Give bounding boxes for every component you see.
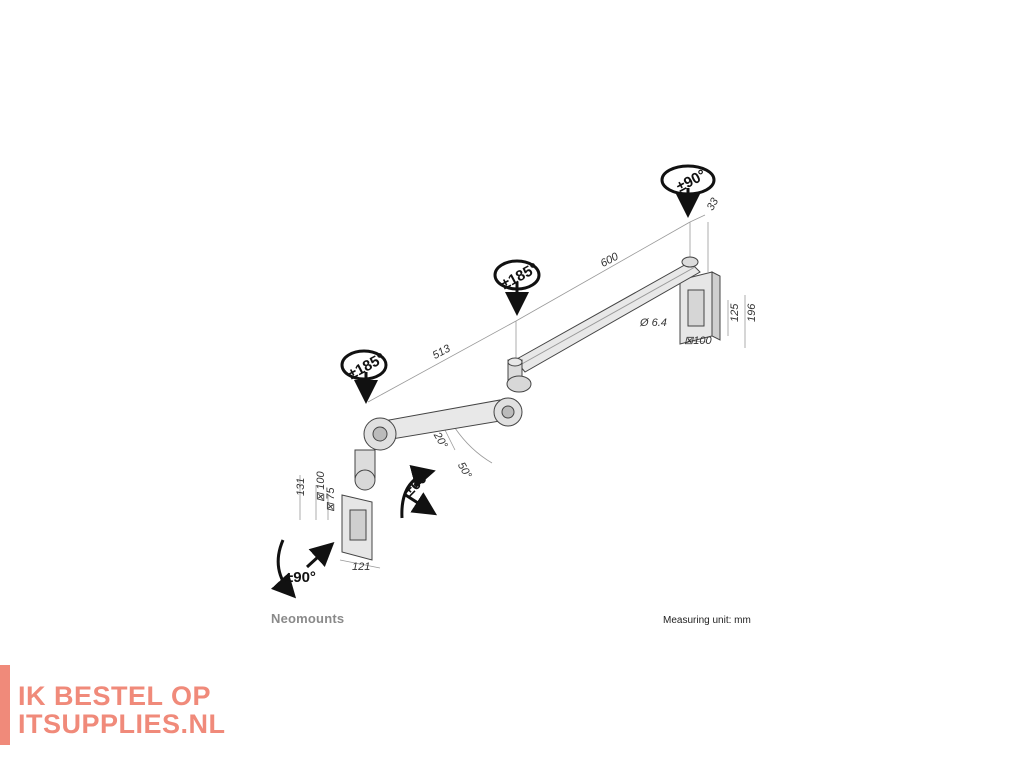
dim-head-vesa-100: ⊠ 100 xyxy=(315,470,327,502)
banner-line-2: ITSUPPLIES.NL xyxy=(18,709,226,739)
dim-head-vesa-75: ⊠ 75 xyxy=(325,487,337,512)
front-arm xyxy=(363,397,523,451)
dim-wall-plate-height-outer: 196 xyxy=(746,303,758,322)
dim-head-height: 131 xyxy=(295,478,307,496)
back-arm xyxy=(506,256,701,393)
rotation-label-rotate: ±90° xyxy=(285,569,316,586)
dim-wall-vesa: ⊠100 xyxy=(684,335,712,347)
dim-arm-back: 600 xyxy=(599,250,622,270)
monitor-head xyxy=(341,449,376,561)
dimension-lines xyxy=(299,214,746,569)
wall-plate xyxy=(679,271,721,345)
shop-banner[interactable]: IK BESTEL OP ITSUPPLIES.NL xyxy=(0,665,240,745)
dim-hole-diameter: Ø 6.4 xyxy=(639,317,667,329)
dim-wall-plate-height-inner: 125 xyxy=(729,303,741,322)
dim-head-width: 121 xyxy=(352,561,370,573)
measuring-unit: Measuring unit: mm xyxy=(663,615,751,626)
brand-name: Neomounts xyxy=(271,611,345,626)
dim-angle-down: 50° xyxy=(455,460,474,481)
banner-line-1: IK BESTEL OP xyxy=(18,681,212,711)
banner-accent-bar xyxy=(0,665,10,745)
rotation-symbols xyxy=(270,164,716,599)
dim-arm-front: 513 xyxy=(431,342,454,362)
dim-wall-offset: 33 xyxy=(705,195,722,212)
dim-angle-up: 20° xyxy=(430,429,450,451)
